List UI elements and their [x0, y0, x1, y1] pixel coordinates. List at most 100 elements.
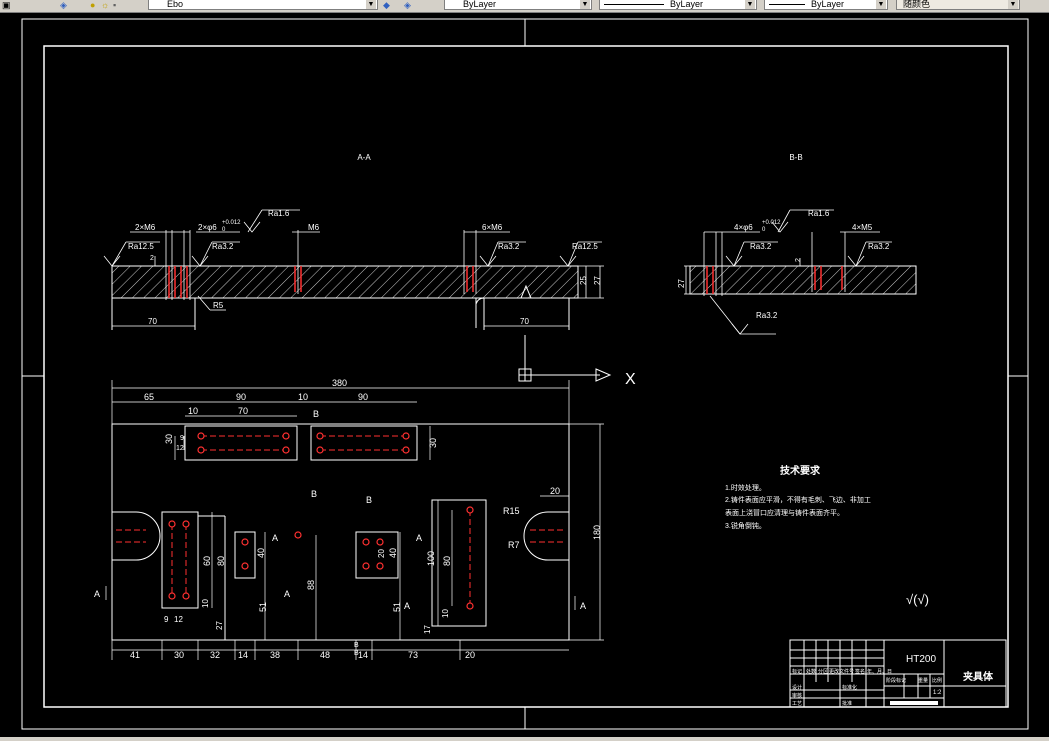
- tb-approve: 批准: [842, 700, 852, 707]
- layer-state-icon[interactable]: ●: [90, 0, 96, 10]
- plotstyle-value: 随颜色: [903, 0, 931, 9]
- tb-weight: 重量: [918, 677, 928, 684]
- dim-10-d: 10: [441, 609, 450, 618]
- dim-51-a: 51: [258, 602, 268, 612]
- dim-20-bottom: 20: [465, 650, 475, 660]
- dim-90-b: 90: [358, 392, 368, 402]
- dim-b-2: 2: [795, 258, 802, 262]
- tech-note-1: 1.时效处理。: [725, 483, 766, 492]
- section-mark-a3: A: [272, 533, 278, 543]
- ucs-x-label: X: [625, 371, 636, 388]
- tb-standard: 标准化: [842, 684, 857, 691]
- technical-requirements: 技术要求 1.时效处理。 2.铸件表面应平滑，不得有毛刺、飞边、非加工 表面上浇…: [725, 464, 871, 530]
- toolbar-start-icon[interactable]: ▣: [2, 0, 11, 10]
- dim-2: 2: [150, 255, 154, 262]
- dim-r5: R5: [213, 301, 224, 310]
- callout-b-tol-upper: +0.012: [762, 220, 781, 226]
- section-b-view: [684, 209, 917, 335]
- lineweight-dropdown[interactable]: ByLayer ▼: [764, 0, 888, 10]
- dim-60: 60: [202, 556, 212, 566]
- dim-80-right: 80: [442, 556, 452, 566]
- make-current-icon[interactable]: ◆: [383, 0, 390, 10]
- callout-b-ra16: Ra1.6: [808, 209, 830, 218]
- dim-10-a: 10: [188, 406, 198, 416]
- dim-70: 70: [238, 406, 248, 416]
- section-a-label: A-A: [357, 153, 371, 162]
- dim-100: 100: [426, 551, 436, 566]
- tb-header-1: 标记: [792, 668, 802, 675]
- dim-r15: R15: [503, 506, 520, 516]
- chevron-down-icon[interactable]: ▼: [876, 0, 886, 9]
- dim-r7: R7: [508, 540, 520, 550]
- tb-header-3: 分区: [818, 668, 828, 675]
- callout-b-ra32-right: Ra3.2: [868, 242, 890, 251]
- drawing-svg[interactable]: A-A B-B: [0, 13, 1049, 737]
- section-a-view: [103, 209, 604, 330]
- section-mark-a4: A: [284, 589, 290, 599]
- dim-27: 27: [215, 621, 224, 630]
- dim-9-bottom: 9: [164, 615, 169, 624]
- properties-toolbar: ▣ ◈ ● ☼ ▪ Ebo ▼ ◆ ◈ ByLayer ▼ ByLayer ▼ …: [0, 0, 1049, 13]
- section-mark-a2: A: [580, 601, 586, 611]
- plan-dimensions: 380 65 90 10 70 10 90 30 9 12 30 180 20 …: [130, 378, 602, 660]
- roughness-mark: √(√): [906, 592, 929, 607]
- chevron-down-icon[interactable]: ▼: [366, 0, 376, 9]
- callout-m6: M6: [308, 223, 320, 232]
- ucs-icon: [518, 335, 612, 382]
- callout-ra125-left: Ra12.5: [128, 242, 154, 251]
- layer-dropdown[interactable]: Ebo ▼: [148, 0, 378, 10]
- tech-note-3: 表面上浇冒口应清理与铸件表面齐平。: [725, 508, 844, 517]
- tb-header-2: 处数: [806, 668, 816, 675]
- callout-ra32-right: Ra3.2: [498, 242, 520, 251]
- sun-icon[interactable]: ☼: [101, 0, 110, 10]
- title-block-bar: [890, 701, 938, 705]
- section-mark-a6: A: [404, 601, 410, 611]
- tb-review: 审核: [792, 692, 802, 699]
- dim-30-right: 30: [428, 438, 438, 448]
- dim-90-a: 90: [236, 392, 246, 402]
- linetype-preview: [604, 4, 664, 5]
- section-mark-b5: B: [354, 650, 359, 657]
- dim-20-mid: 20: [377, 549, 386, 558]
- section-b-annotations: 4×φ6 +0.012 0 Ra1.6 4×M5 Ra3.2 Ra3.2 Ra3…: [677, 209, 890, 320]
- dim-14-a: 14: [238, 650, 248, 660]
- section-mark-b2: B: [311, 489, 317, 499]
- dim-30-left: 30: [164, 434, 174, 444]
- dim-180: 180: [592, 525, 602, 540]
- plotstyle-dropdown[interactable]: 随颜色 ▼: [896, 0, 1020, 10]
- dim-b-27: 27: [677, 279, 686, 288]
- linetype-dropdown[interactable]: ByLayer ▼: [599, 0, 757, 10]
- tb-process: 工艺: [792, 701, 802, 707]
- color-dropdown[interactable]: ByLayer ▼: [444, 0, 592, 10]
- status-bar: [0, 737, 1049, 741]
- color-value: ByLayer: [463, 0, 497, 9]
- section-mark-b4: B: [354, 642, 359, 649]
- dim-40-a: 40: [256, 548, 266, 558]
- callout-b-ra32-bottom: Ra3.2: [756, 311, 778, 320]
- dim-38: 38: [270, 650, 280, 660]
- dim-30-bottom: 30: [174, 650, 184, 660]
- dim-14-b: 14: [358, 650, 368, 660]
- lock-icon[interactable]: ▪: [113, 0, 117, 10]
- tb-header-5: 签名: [855, 668, 865, 675]
- chevron-down-icon[interactable]: ▼: [1008, 0, 1018, 9]
- plan-dimension-lines: [105, 380, 604, 660]
- tb-stage: 阶段标记: [886, 677, 906, 684]
- drawing-canvas[interactable]: A-A B-B: [0, 13, 1049, 737]
- dim-51-b: 51: [392, 602, 402, 612]
- chevron-down-icon[interactable]: ▼: [580, 0, 590, 9]
- dim-17: 17: [423, 625, 432, 634]
- title-block-text: HT200 夹具体 标记 处数 分区 更改文件号 签名 年、月、日 设计 审核 …: [792, 654, 994, 707]
- section-mark-b1: B: [313, 409, 319, 419]
- layer-previous-icon[interactable]: ◈: [404, 0, 411, 10]
- layer-manager-icon[interactable]: ◈: [60, 0, 67, 10]
- dim-41: 41: [130, 650, 140, 660]
- chevron-down-icon[interactable]: ▼: [745, 0, 755, 9]
- material-label: HT200: [906, 654, 936, 665]
- dim-40-b: 40: [388, 548, 398, 558]
- section-mark-a1: A: [94, 589, 100, 599]
- part-name: 夹具体: [963, 670, 994, 683]
- tb-scale: 比例: [932, 677, 942, 684]
- callout-ra16: Ra1.6: [268, 209, 290, 218]
- callout-b-tol-lower: 0: [762, 227, 766, 233]
